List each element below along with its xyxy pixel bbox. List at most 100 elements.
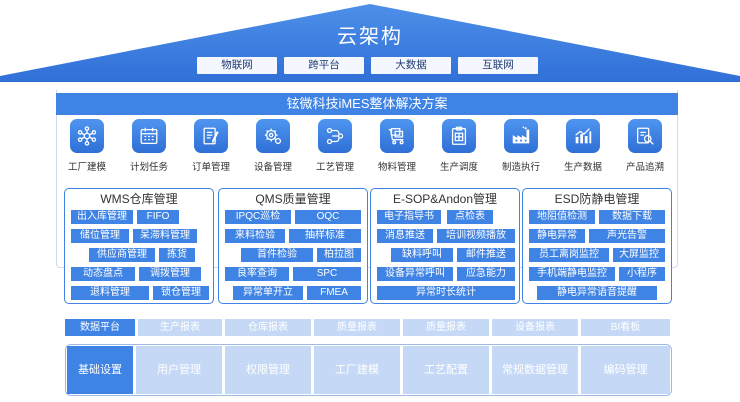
module-item[interactable]: OQC: [295, 210, 361, 224]
module-item[interactable]: 应急能力: [457, 267, 515, 281]
module-item[interactable]: IPQC巡检: [225, 210, 291, 224]
data-platform-label: 数据平台: [65, 319, 135, 336]
factory-network-icon: [70, 119, 104, 153]
general-data-management[interactable]: 常规数据管理: [492, 346, 578, 394]
icon-item-execution[interactable]: 制造执行: [490, 119, 552, 179]
report-equipment[interactable]: 设备报表: [492, 319, 578, 336]
module-item[interactable]: 呆滞料管理: [133, 229, 197, 243]
module-item[interactable]: 异常单开立: [233, 286, 303, 300]
icon-label: 生产数据: [563, 162, 602, 173]
module-item[interactable]: 静电异常语音提醒: [537, 286, 657, 300]
module-item[interactable]: 供应商管理: [89, 248, 155, 262]
module-item[interactable]: 邮件推送: [457, 248, 515, 262]
icon-item-traceability[interactable]: 产品追溯: [614, 119, 676, 179]
bar-chart-icon: [566, 119, 600, 153]
module-item[interactable]: 员工离岗监控: [529, 248, 609, 262]
module-item[interactable]: 拣货: [159, 248, 195, 262]
module-item[interactable]: 小程序: [619, 267, 665, 281]
module-qms: QMS质量管理 IPQC巡检 OQC 来料检验 抽样标准 首件检验 柏拉图 良率…: [218, 188, 368, 304]
icon-label: 生产调度: [439, 162, 478, 173]
module-item[interactable]: 地阻值检测: [529, 210, 595, 224]
module-item[interactable]: 数据下载: [599, 210, 665, 224]
module-item[interactable]: 声光告警: [589, 229, 665, 243]
user-management[interactable]: 用户管理: [136, 346, 222, 394]
module-item[interactable]: FIFO: [137, 210, 179, 224]
module-item[interactable]: 电子指导书: [377, 210, 441, 224]
module-item[interactable]: 大屏监控: [613, 248, 665, 262]
icon-label: 制造执行: [501, 162, 540, 173]
function-icons-row: 工厂建模 计划任务 订单管理 设备管理 工艺管理 物料管理 生产调度: [56, 119, 678, 179]
module-item[interactable]: 柏拉图: [317, 248, 361, 262]
icon-item-plan-task[interactable]: 计划任务: [118, 119, 180, 179]
order-document-icon: [194, 119, 228, 153]
module-title: E-SOP&Andon管理: [392, 192, 498, 206]
module-item[interactable]: 消息推送: [377, 229, 433, 243]
solution-banner: 铉微科技iMES整体解决方案: [56, 93, 678, 115]
module-item[interactable]: 设备异常呼叫: [377, 267, 453, 281]
icon-label: 计划任务: [129, 162, 168, 173]
module-wms: WMS仓库管理 出入库管理 FIFO 储位管理 呆滞料管理 供应商管理 拣货 动…: [64, 188, 214, 304]
icon-item-order[interactable]: 订单管理: [180, 119, 242, 179]
base-settings-row: 基础设置 用户管理 权限管理 工厂建模 工艺配置 常规数据管理 编码管理: [67, 346, 670, 394]
process-configuration[interactable]: 工艺配置: [403, 346, 489, 394]
module-title: WMS仓库管理: [100, 192, 178, 206]
report-warehouse[interactable]: 仓库报表: [225, 319, 311, 336]
cloud-architecture-roof: [0, 4, 740, 82]
material-cart-icon: [380, 119, 414, 153]
module-esop-andon: E-SOP&Andon管理 电子指导书 点检表 消息推送 培训视频播放 缺料呼叫…: [370, 188, 520, 304]
module-item[interactable]: 首件检验: [241, 248, 313, 262]
icon-item-scheduling[interactable]: 生产调度: [428, 119, 490, 179]
icon-label: 设备管理: [253, 162, 292, 173]
icon-item-material[interactable]: 物料管理: [366, 119, 428, 179]
module-item[interactable]: 抽样标准: [289, 229, 361, 243]
base-settings-label: 基础设置: [67, 346, 133, 394]
module-item[interactable]: 锁仓管理: [153, 286, 209, 300]
roof-item-cross-platform: 跨平台: [284, 57, 364, 74]
icon-item-equipment[interactable]: 设备管理: [242, 119, 304, 179]
module-item[interactable]: 良率查询: [225, 267, 289, 281]
report-quality-2[interactable]: 质量报表: [403, 319, 489, 336]
module-item[interactable]: 点检表: [447, 210, 493, 224]
icon-label: 订单管理: [191, 162, 230, 173]
roof-title: 云架构: [337, 26, 403, 48]
roof-items: 物联网 跨平台 大数据 互联网: [197, 57, 538, 74]
icon-item-production-data[interactable]: 生产数据: [552, 119, 614, 179]
icon-item-factory-modeling[interactable]: 工厂建模: [56, 119, 118, 179]
roof-item-iot: 物联网: [197, 57, 277, 74]
report-production[interactable]: 生产报表: [138, 319, 222, 336]
factory-icon: [504, 119, 538, 153]
module-item[interactable]: 来料检验: [225, 229, 285, 243]
module-title: ESD防静电管理: [554, 192, 640, 206]
process-flow-icon: [318, 119, 352, 153]
module-title: QMS质量管理: [255, 192, 331, 206]
report-quality[interactable]: 质量报表: [314, 319, 400, 336]
module-item[interactable]: 静电异常: [529, 229, 585, 243]
icon-label: 物料管理: [377, 162, 416, 173]
module-item[interactable]: 储位管理: [71, 229, 129, 243]
gears-icon: [256, 119, 290, 153]
module-item[interactable]: 手机端静电监控: [529, 267, 615, 281]
module-item[interactable]: 退料管理: [71, 286, 149, 300]
schedule-board-icon: [442, 119, 476, 153]
roof-item-big-data: 大数据: [371, 57, 451, 74]
calendar-icon: [132, 119, 166, 153]
module-item[interactable]: 调拨管理: [139, 267, 201, 281]
module-item[interactable]: 异常时长统计: [377, 286, 515, 300]
icon-item-process[interactable]: 工艺管理: [304, 119, 366, 179]
bi-dashboard[interactable]: BI看板: [581, 319, 670, 336]
module-item[interactable]: 出入库管理: [71, 210, 133, 224]
module-item[interactable]: SPC: [293, 267, 361, 281]
permission-management[interactable]: 权限管理: [225, 346, 311, 394]
icon-label: 工厂建模: [67, 162, 106, 173]
factory-modeling[interactable]: 工厂建模: [314, 346, 400, 394]
icon-label: 工艺管理: [315, 162, 354, 173]
module-esd: ESD防静电管理 地阻值检测 数据下载 静电异常 声光告警 员工离岗监控 大屏监…: [522, 188, 672, 304]
module-item[interactable]: 缺料呼叫: [391, 248, 453, 262]
data-platform-row: 数据平台 生产报表 仓库报表 质量报表 质量报表 设备报表 BI看板: [65, 319, 670, 336]
code-management[interactable]: 编码管理: [581, 346, 670, 394]
module-item[interactable]: 动态盘点: [71, 267, 135, 281]
module-item[interactable]: FMEA: [307, 286, 361, 300]
module-item[interactable]: 培训视频播放: [437, 229, 515, 243]
trace-search-icon: [628, 119, 662, 153]
icon-label: 产品追溯: [625, 162, 664, 173]
